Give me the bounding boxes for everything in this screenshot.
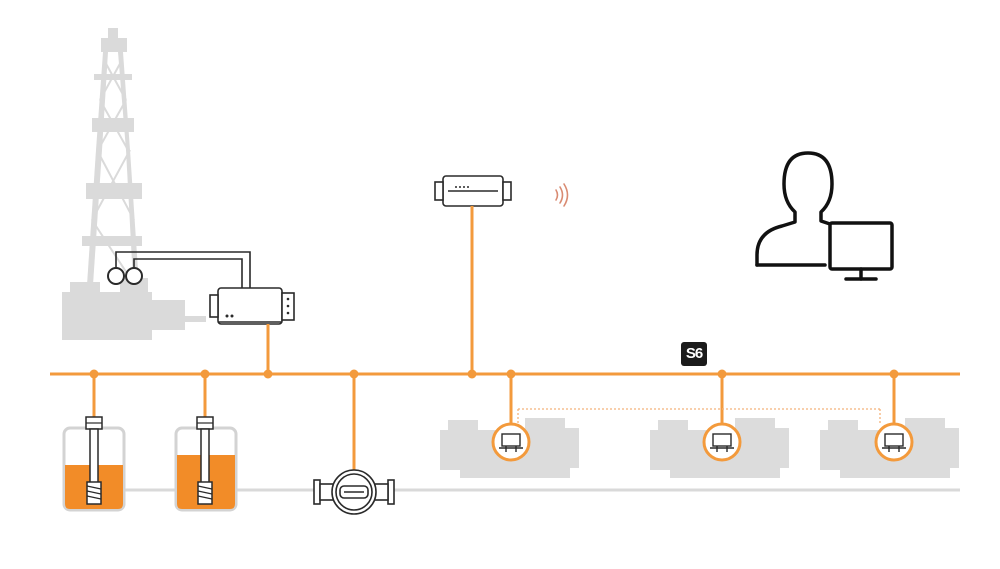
engine-controller-icon	[702, 422, 742, 462]
controller-module-icon	[209, 287, 295, 325]
engine-controller-icon	[874, 422, 914, 462]
engine-controller-icon	[491, 422, 531, 462]
bus-junctions	[89, 369, 899, 379]
drilling-rig-icon	[62, 28, 206, 340]
wireless-signal-icon	[555, 183, 569, 207]
flow-meter-icon	[313, 469, 395, 515]
sensor-cables	[115, 251, 251, 292]
wireless-gateway-icon	[434, 175, 512, 207]
generator-engine-icon	[820, 418, 959, 478]
tank-level-sensor-icon	[62, 416, 126, 512]
bus-badge: S6	[681, 342, 707, 366]
operator-workstation-icon	[755, 151, 894, 281]
tank-level-sensor-icon	[174, 416, 238, 512]
